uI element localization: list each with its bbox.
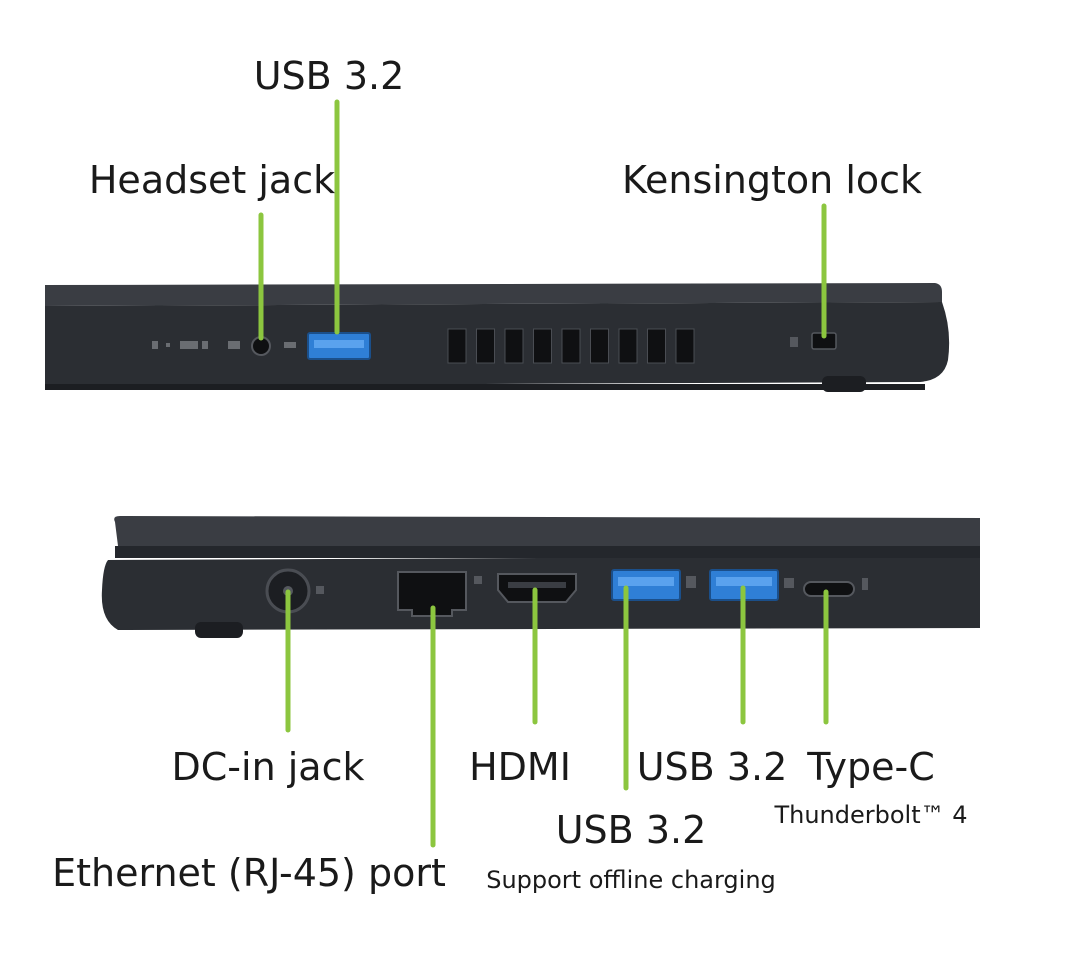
usb-mid-port-tongue xyxy=(618,577,674,586)
type-c-label: Type-C xyxy=(806,745,935,789)
usb-right-icon xyxy=(784,578,794,588)
ethernet-port xyxy=(397,571,467,617)
bottom-foot xyxy=(195,622,243,638)
dc-in-icon xyxy=(316,586,324,594)
top-lid xyxy=(45,283,942,306)
kensington-label: Kensington lock xyxy=(622,158,922,202)
usb-right-label: USB 3.2 xyxy=(637,745,788,789)
top-laptop-side xyxy=(45,283,950,392)
usb-mid-icon xyxy=(686,576,696,588)
top-usb-port-tongue xyxy=(314,340,364,348)
vent-slot xyxy=(561,328,581,364)
usb-mid-sublabel: Support offline charging xyxy=(486,866,776,894)
usb-right-port-tongue xyxy=(716,577,772,586)
top-bottom-edge xyxy=(45,384,925,390)
kensington-icon xyxy=(790,337,798,347)
type-c-sublabel: Thunderbolt™ 4 xyxy=(773,801,967,829)
vent-slot xyxy=(504,328,524,364)
vent-slot xyxy=(447,328,467,364)
bottom-laptop-side xyxy=(101,516,981,638)
vent-slot xyxy=(590,328,609,364)
headset-label: Headset jack xyxy=(89,158,335,202)
hdmi-port-inner xyxy=(508,582,566,588)
status-icons xyxy=(152,341,296,349)
vent-grille xyxy=(447,328,695,364)
usb-mid-label: USB 3.2 xyxy=(556,808,707,852)
vent-slot xyxy=(533,328,552,364)
hdmi-label: HDMI xyxy=(469,745,571,789)
dc-in-label: DC-in jack xyxy=(172,745,365,789)
ethernet-label: Ethernet (RJ-45) port xyxy=(52,851,446,895)
usb-top-label: USB 3.2 xyxy=(254,54,405,98)
thunderbolt-icon xyxy=(862,578,868,590)
vent-slot xyxy=(675,328,695,364)
vent-slot xyxy=(647,328,666,364)
top-foot xyxy=(822,376,866,392)
bottom-seam xyxy=(115,546,980,558)
top-base xyxy=(45,302,950,386)
ethernet-icon xyxy=(474,576,482,584)
type-c-port xyxy=(803,581,855,597)
vent-slot xyxy=(476,328,495,364)
bottom-lid xyxy=(114,516,980,548)
vent-slot xyxy=(618,328,638,364)
